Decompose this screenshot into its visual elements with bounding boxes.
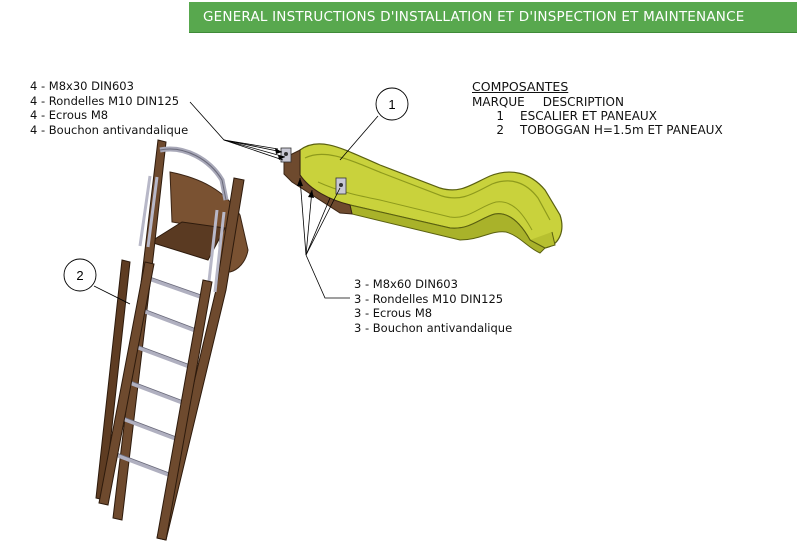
legend-col-desc: DESCRIPTION: [542, 95, 624, 109]
ladder-illustration: [95, 139, 249, 541]
slide-illustration: [280, 143, 563, 254]
legend-title: COMPOSANTES: [472, 79, 569, 94]
balloon-1: 1: [375, 87, 409, 121]
hardware-line: 4 - Rondelles M10 DIN125: [30, 93, 180, 108]
legend-header: MARQUE DESCRIPTION: [472, 95, 723, 109]
leader-arrows: [275, 148, 314, 198]
balloon-2: 2: [63, 258, 97, 292]
legend-col-mark: MARQUE: [472, 95, 525, 109]
hardware-line: 3 - Bouchon antivandalique: [354, 320, 513, 335]
leader-lines: [93, 101, 379, 305]
hardware-line: 4 - Bouchon antivandalique: [30, 122, 189, 137]
hardware-line: 3 - M8x60 DIN603: [354, 277, 458, 291]
header-banner: GENERAL INSTRUCTIONS D'INSTALLATION ET D…: [189, 2, 797, 33]
hardware-callout-bottom: 3 - M8x60 DIN603 3 - Rondelles M10 DIN12…: [354, 277, 512, 335]
legend-row: 1 ESCALIER ET PANEAUX: [472, 109, 723, 123]
hardware-callout-top: 4 - M8x30 DIN603 4 - Rondelles M10 DIN12…: [30, 79, 188, 137]
legend-desc: ESCALIER ET PANEAUX: [520, 109, 657, 123]
legend-row: 2 TOBOGGAN H=1.5m ET PANEAUX: [472, 123, 723, 137]
page-title: GENERAL INSTRUCTIONS D'INSTALLATION ET D…: [203, 9, 745, 25]
hardware-line: 3 - Ecrous M8: [354, 306, 433, 320]
svg-text:1: 1: [388, 97, 395, 112]
legend-mark: 2: [496, 123, 504, 137]
hardware-line: 4 - Ecrous M8: [30, 108, 109, 122]
hardware-line: 3 - Rondelles M10 DIN125: [354, 291, 504, 306]
svg-text:2: 2: [76, 268, 83, 283]
legend-desc: TOBOGGAN H=1.5m ET PANEAUX: [520, 123, 723, 137]
hardware-line: 4 - M8x30 DIN603: [30, 79, 134, 93]
legend-mark: 1: [496, 109, 504, 123]
components-legend: COMPOSANTES MARQUE DESCRIPTION 1 ESCALIE…: [472, 79, 723, 138]
